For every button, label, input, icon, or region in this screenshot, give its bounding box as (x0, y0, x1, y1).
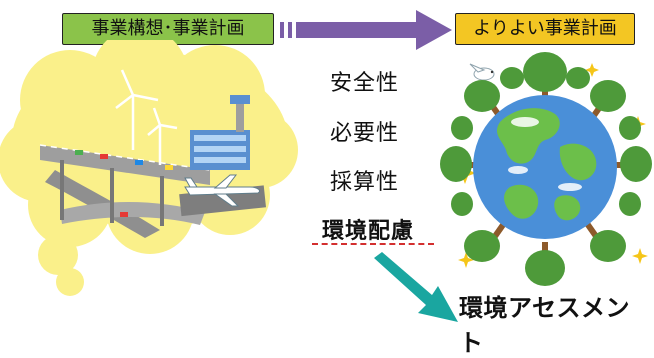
profitability-label: 採算性 (330, 170, 400, 195)
better-plan-label-box: よりよい事業計画 (455, 13, 635, 45)
environmental-consideration-label: 環境配慮 (322, 219, 415, 244)
better-plan-label: よりよい事業計画 (473, 18, 617, 39)
assessment-arrow-icon (374, 252, 458, 322)
wind-turbine-icon (115, 69, 178, 165)
environmental-assessment-label: 環境アセスメント (459, 294, 631, 357)
plan-label: 事業構想･事業計画 (91, 18, 245, 39)
highway-icon (39, 144, 211, 238)
necessity-label: 必要性 (330, 121, 400, 146)
bird-icon (469, 63, 495, 81)
highlight-underline (312, 243, 434, 245)
top-arrow-icon (280, 10, 452, 50)
safety-label: 安全性 (330, 71, 400, 96)
earth-icon (440, 52, 652, 286)
thought-cloud-icon (0, 40, 298, 296)
airplane-icon (184, 174, 261, 207)
tree-icon (440, 52, 652, 286)
